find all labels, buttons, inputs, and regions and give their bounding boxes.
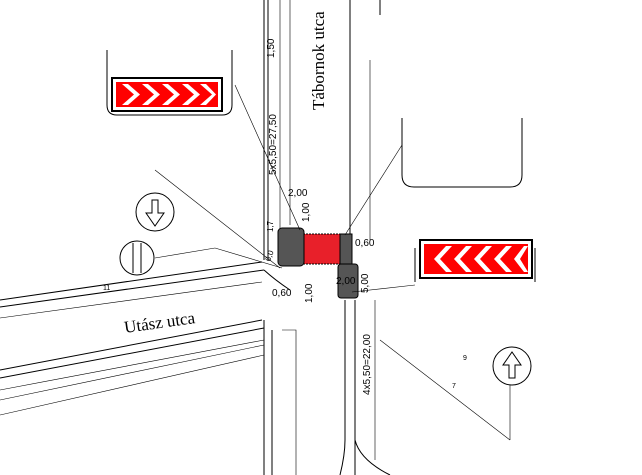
- arrow-up-sign-icon: [492, 346, 532, 386]
- leader-lines: [154, 84, 511, 441]
- side-road-edges: [0, 261, 291, 416]
- label-9: 9: [463, 355, 467, 362]
- dimension-island-top-width: 2,00: [288, 188, 308, 199]
- main-road-edges: [263, 0, 391, 475]
- arrow-down-sign-icon: [135, 192, 175, 232]
- dimension-top-small: 1,50: [266, 38, 277, 58]
- dimension-island-bottom-length: 5,00: [360, 273, 371, 293]
- dimension-crossing-length: 1,00: [304, 283, 315, 303]
- label-7: 7: [452, 383, 456, 390]
- dimension-right-spacing: 4x5,50=22,00: [362, 334, 373, 395]
- dimension-corner-radius: 6,0: [263, 249, 275, 263]
- dimension-island-top-length: 1,00: [301, 202, 312, 222]
- bollard-sign-icon: [119, 240, 155, 276]
- chevron-sign-right-icon: [106, 50, 233, 116]
- dimension-island-bottom-width: 2,00: [336, 276, 356, 287]
- pedestrian-crossing: [277, 227, 359, 299]
- dimension-left-spacing: 5x5,50=27,50: [268, 114, 279, 175]
- dimension-small-left: 1,7: [266, 220, 275, 232]
- sign-back-outline: [401, 118, 523, 188]
- street-name-utasz: Utász utca: [123, 308, 197, 337]
- chevron-sign-left-icon: [414, 239, 536, 282]
- street-name-tabornok: Tábornok utca: [309, 11, 328, 110]
- dimension-left-offset: 0,60: [272, 288, 292, 299]
- label-11: 11: [103, 285, 110, 292]
- dimension-right-offset: 0,60: [355, 238, 375, 249]
